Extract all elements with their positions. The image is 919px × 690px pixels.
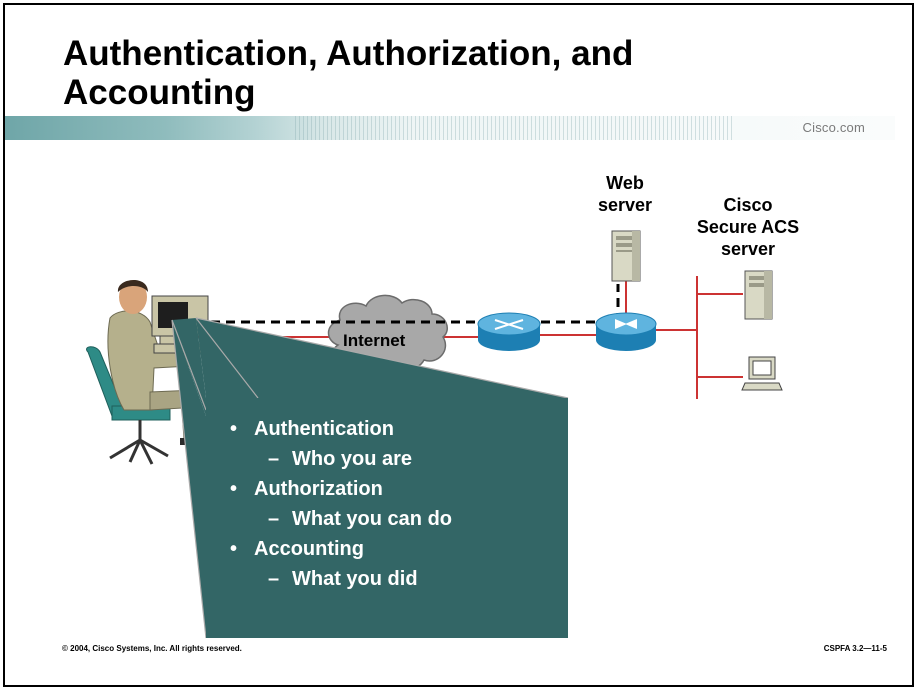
web-server-label-line-2: server <box>597 195 653 215</box>
bullet-authentication: Authentication <box>206 414 452 444</box>
aaa-bullet-list: Authentication Who you are Authorization… <box>206 414 452 594</box>
slide-code: CSPFA 3.2—11-5 <box>823 644 887 653</box>
web-server-label: Web server <box>590 172 660 216</box>
acs-label-line-3: server <box>720 239 776 259</box>
bullet-authorization: Authorization <box>206 474 452 504</box>
bullet-accounting: Accounting <box>206 534 452 564</box>
subbullet-who-you-are: Who you are <box>206 444 452 474</box>
web-server-icon <box>611 230 641 282</box>
acs-server-icon <box>744 270 773 320</box>
brand-bar: Cisco.com <box>5 116 895 140</box>
aaa-callout-box: Authentication Who you are Authorization… <box>206 398 568 638</box>
web-server-label-line-1: Web <box>606 173 644 193</box>
slide-title: Authentication, Authorization, and Accou… <box>63 34 634 112</box>
callout-pointer <box>171 317 569 639</box>
firewall-icon <box>595 312 657 351</box>
subbullet-what-you-can-do: What you can do <box>206 504 452 534</box>
internet-label: Internet <box>343 331 406 350</box>
router-icon <box>477 312 541 351</box>
acs-server-label: Cisco Secure ACS server <box>688 194 808 260</box>
subbullet-what-you-did: What you did <box>206 564 452 594</box>
acs-label-line-2: Secure ACS <box>696 217 800 237</box>
acs-label-line-1: Cisco <box>723 195 773 215</box>
brand-bar-texture <box>295 116 735 140</box>
copyright-notice: © 2004, Cisco Systems, Inc. All rights r… <box>62 644 242 653</box>
workstation-icon <box>741 356 783 391</box>
brand-label: Cisco.com <box>802 120 865 135</box>
